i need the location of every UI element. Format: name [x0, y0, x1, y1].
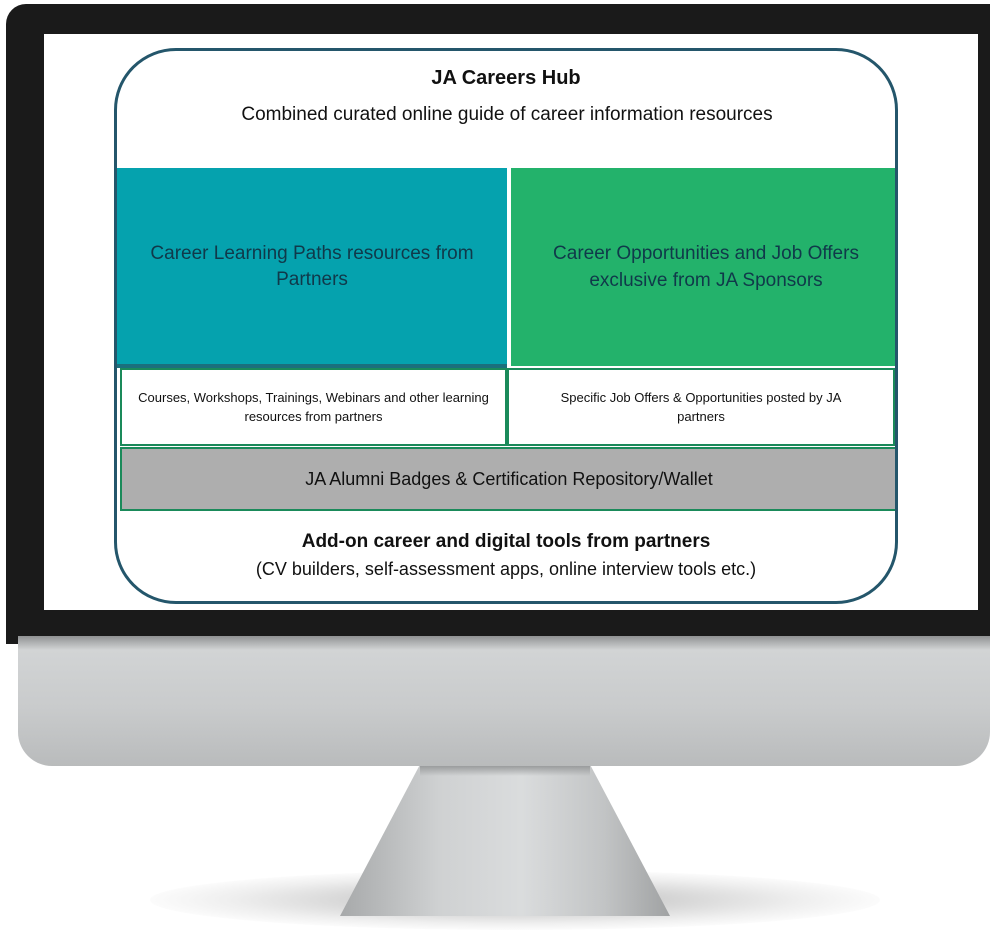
learning-paths-label: Career Learning Paths resources from Par…: [150, 243, 474, 290]
badges-wallet-label: JA Alumni Badges & Certification Reposit…: [305, 468, 713, 489]
monitor-stand: [340, 766, 670, 916]
careers-hub-diagram: JA Careers Hub Combined curated online g…: [114, 48, 898, 604]
monitor-chin: [18, 636, 990, 766]
job-offers-box: Specific Job Offers & Opportunities post…: [507, 368, 895, 446]
opportunities-box: Career Opportunities and Job Offers excl…: [511, 168, 895, 366]
addons-subtitle: (CV builders, self-assessment apps, onli…: [255, 559, 757, 579]
addons-title: Add-on career and digital tools from par…: [301, 531, 711, 552]
column-divider: [507, 168, 511, 366]
hub-subtitle: Combined curated online guide of career …: [241, 104, 773, 125]
job-offers-label: Specific Job Offers & Opportunities post…: [560, 390, 842, 424]
learning-paths-underline: [117, 364, 507, 368]
badges-wallet-bar: JA Alumni Badges & Certification Reposit…: [120, 447, 895, 511]
opportunities-label: Career Opportunities and Job Offers excl…: [553, 243, 859, 291]
hub-title: JA Careers Hub: [431, 67, 581, 89]
learning-paths-box: Career Learning Paths resources from Par…: [117, 168, 507, 366]
monitor-stand-neck-shadow: [420, 766, 590, 776]
learning-resources-box: Courses, Workshops, Trainings, Webinars …: [120, 368, 507, 446]
learning-resources-label: Courses, Workshops, Trainings, Webinars …: [138, 390, 489, 424]
monitor-chin-shadow: [18, 636, 990, 650]
